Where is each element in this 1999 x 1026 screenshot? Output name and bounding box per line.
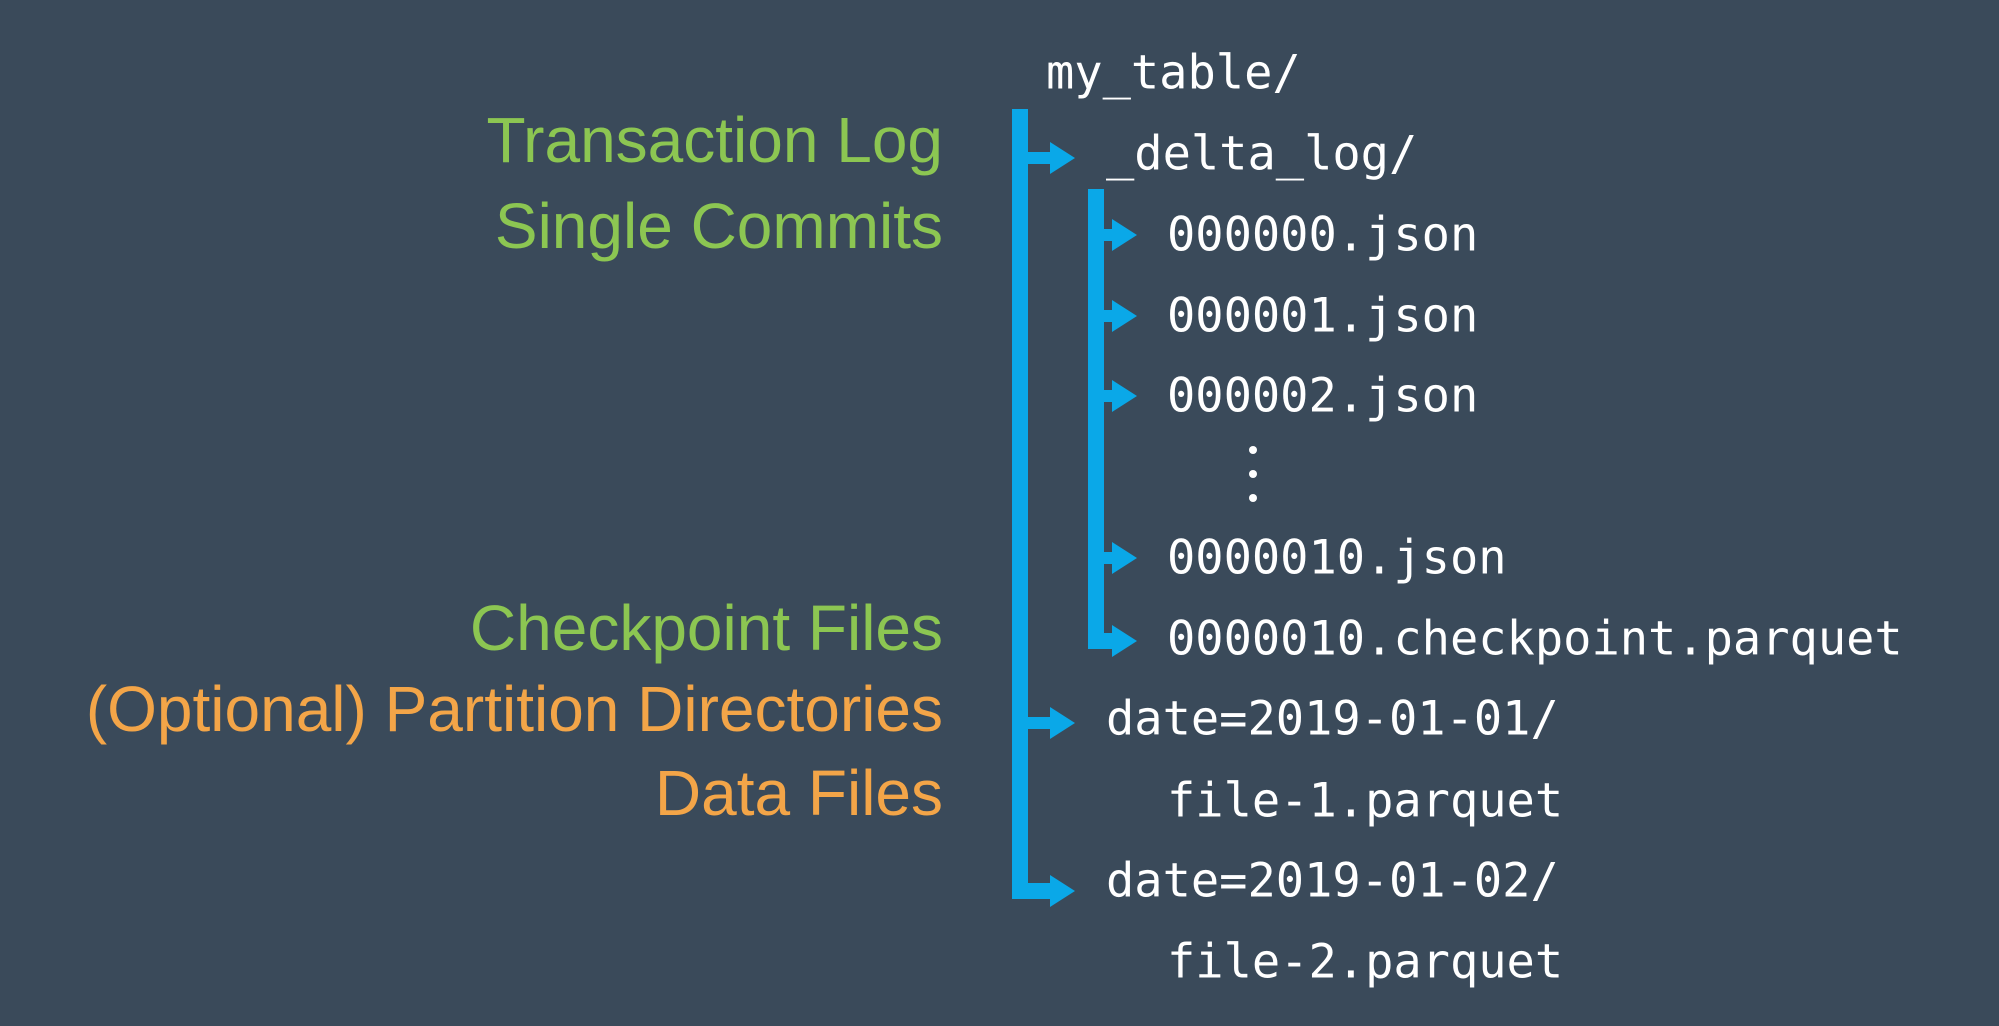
single-commits-label: Single Commits: [494, 190, 943, 262]
arrow-commit-10: [1100, 542, 1137, 574]
data-file-2: file-2.parquet: [1167, 934, 1564, 990]
arrow-commit-0: [1100, 219, 1137, 251]
arrow-commit-2: [1100, 380, 1137, 412]
partition-directory-2: date=2019-01-02/: [1106, 853, 1559, 909]
checkpoint-files-label: Checkpoint Files: [469, 592, 943, 664]
arrow-delta-log: [1024, 142, 1075, 174]
data-file-1: file-1.parquet: [1167, 773, 1564, 829]
commit-file-2: 000002.json: [1167, 368, 1479, 424]
arrow-commit-1: [1100, 300, 1137, 332]
commit-file-1: 000001.json: [1167, 288, 1479, 344]
partition-directories-label: (Optional) Partition Directories: [85, 673, 943, 745]
arrow-checkpoint: [1088, 625, 1137, 657]
commit-file-10: 0000010.json: [1167, 530, 1507, 586]
commit-file-0: 000000.json: [1167, 207, 1479, 263]
ellipsis-vertical-icon: [1246, 446, 1260, 504]
data-files-label: Data Files: [654, 757, 943, 829]
transaction-log-label: Transaction Log: [486, 104, 943, 176]
partition-directory-1: date=2019-01-01/: [1106, 691, 1559, 747]
delta-log-directory: _delta_log/: [1106, 126, 1418, 182]
checkpoint-file: 0000010.checkpoint.parquet: [1167, 611, 1903, 667]
arrow-partition-2: [1012, 875, 1075, 907]
inner-trunk-line: [1088, 189, 1104, 649]
root-directory: my_table/: [1046, 45, 1301, 101]
outer-trunk-line: [1012, 109, 1028, 899]
arrow-partition-1: [1024, 707, 1075, 739]
